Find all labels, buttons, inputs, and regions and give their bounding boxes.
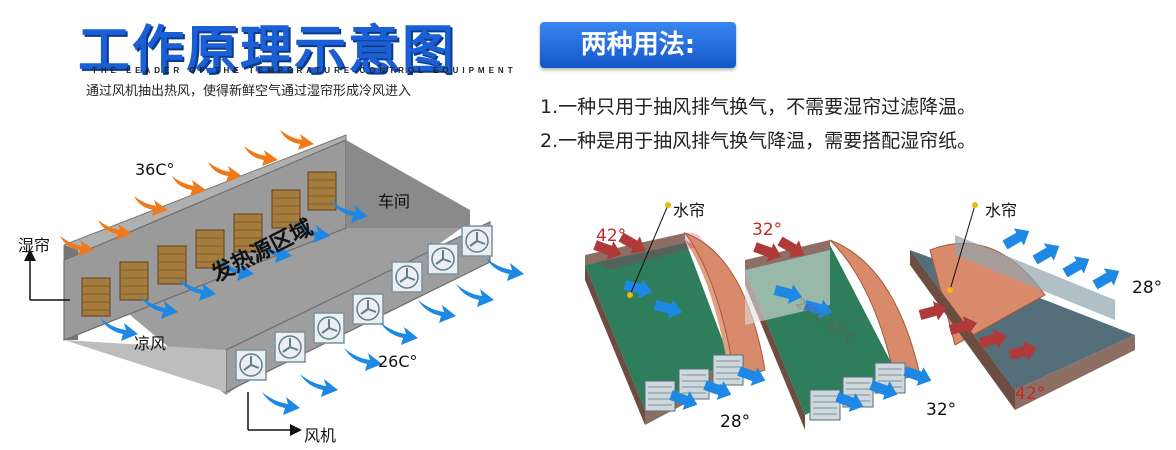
house-3 <box>910 202 1135 410</box>
usage-line-1: 1.一种只用于抽风排气换气，不需要湿帘过滤降温。 <box>540 96 977 118</box>
workshop-label: 车间 <box>378 192 411 211</box>
house-1 <box>585 202 769 425</box>
house-3-temp-in: 42° <box>1015 384 1046 404</box>
house-1-water-curtain-label: 水帘 <box>673 201 706 220</box>
tagline: THE LEADER OF THE TEMPERATURE CONTROL EQ… <box>92 66 517 75</box>
diagram-title: 工作原理示意图 <box>78 21 457 81</box>
diagram-subtitle: 通过风机抽出热风，使得新鲜空气通过湿帘形成冷风进入 <box>86 84 412 99</box>
house-2-temp-out: 32° <box>926 400 957 420</box>
house-3-water-curtain-label: 水帘 <box>985 201 1018 220</box>
house-3-temp-out: 28° <box>1132 278 1163 298</box>
wet-curtain-label: 湿帘 <box>18 236 51 255</box>
temp-hot-label: 36C° <box>135 160 175 179</box>
usage-line-2: 2.一种是用于抽风排气换气降温，需要搭配湿帘纸。 <box>540 130 977 152</box>
workshop-diagram <box>24 130 524 436</box>
house-2-temp-in: 32° <box>752 220 783 240</box>
usage-badge: 两种用法: <box>540 22 736 68</box>
greenhouse-illustrations: 28°C 32°C <box>585 202 1135 430</box>
fan-label: 风机 <box>304 426 337 445</box>
temp-cool-label: 26C° <box>378 352 418 371</box>
house-1-temp-out: 28° <box>720 412 751 432</box>
house-1-temp-in: 42° <box>596 226 627 246</box>
cool-air-label: 凉风 <box>134 334 167 353</box>
house-2: 28°C 32°C <box>745 232 935 430</box>
